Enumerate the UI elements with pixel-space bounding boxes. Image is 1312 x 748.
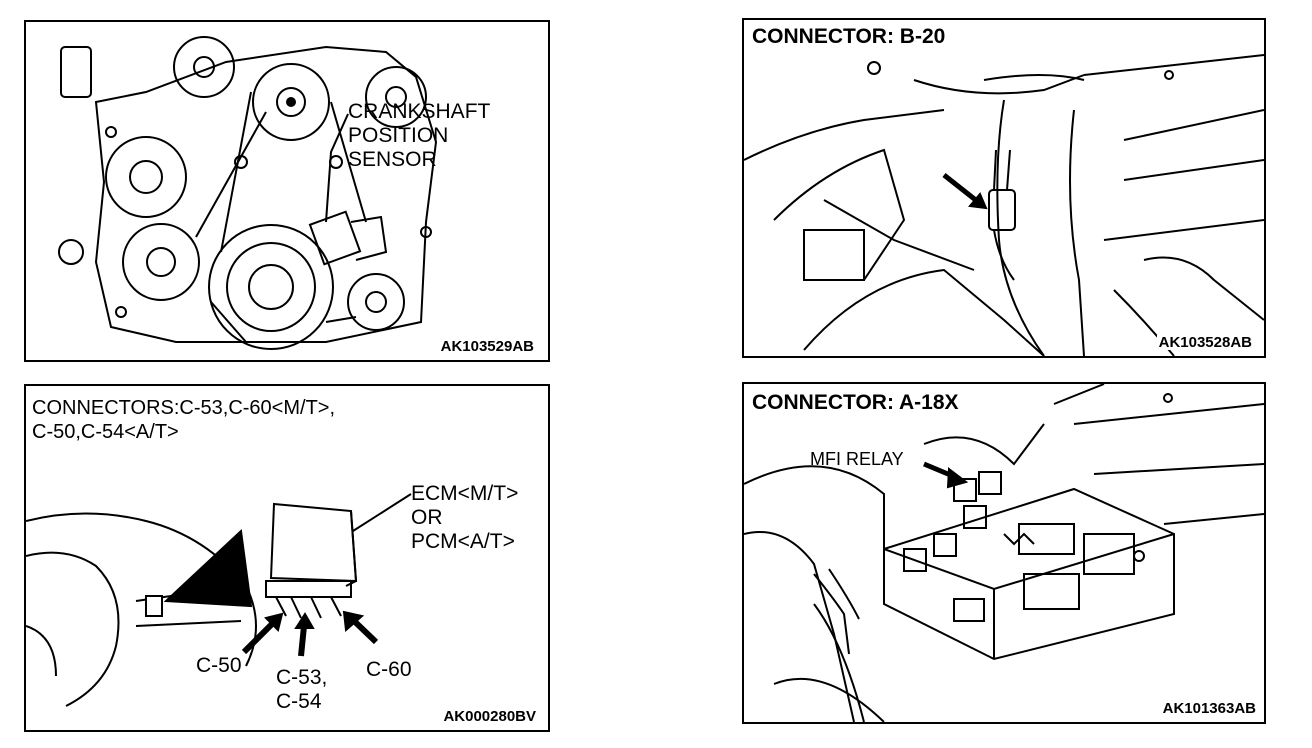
engine-bay-illustration	[744, 54, 1264, 356]
ecm-location-illustration	[26, 493, 412, 707]
engine-front-illustration	[58, 36, 438, 350]
connector-c50-label: C-50	[196, 654, 242, 677]
ecm-pcm-label: ECM<M/T> OR PCM<A/T>	[411, 482, 519, 553]
figure-code: AK103528AB	[1156, 334, 1254, 351]
connector-c53-c54-label: C-53, C-54	[276, 666, 328, 713]
figure-code: AK000280BV	[441, 708, 538, 725]
crankshaft-sensor-panel: CRANKSHAFT POSITION SENSOR AK103529AB	[24, 20, 550, 362]
figure-code: AK101363AB	[1160, 700, 1258, 717]
panel-title: CONNECTOR: B-20	[750, 25, 948, 48]
connectors-c53-panel: CONNECTORS:C-53,C-60<M/T>, C-50,C-54<A/T…	[24, 384, 550, 732]
connector-a18x-panel: CONNECTOR: A-18X MFI RELAY AK101363AB	[742, 382, 1266, 724]
panel-title: CONNECTOR: A-18X	[750, 391, 961, 414]
connector-b20-panel: CONNECTOR: B-20 AK103528AB	[742, 18, 1266, 358]
relay-box-illustration	[744, 384, 1264, 722]
figure-code: AK103529AB	[438, 338, 536, 355]
crankshaft-sensor-callout: CRANKSHAFT POSITION SENSOR	[348, 100, 491, 171]
mfi-relay-label: MFI RELAY	[810, 449, 904, 469]
connector-c60-label: C-60	[366, 658, 412, 681]
panel-title: CONNECTORS:C-53,C-60<M/T>, C-50,C-54<A/T…	[32, 397, 336, 443]
